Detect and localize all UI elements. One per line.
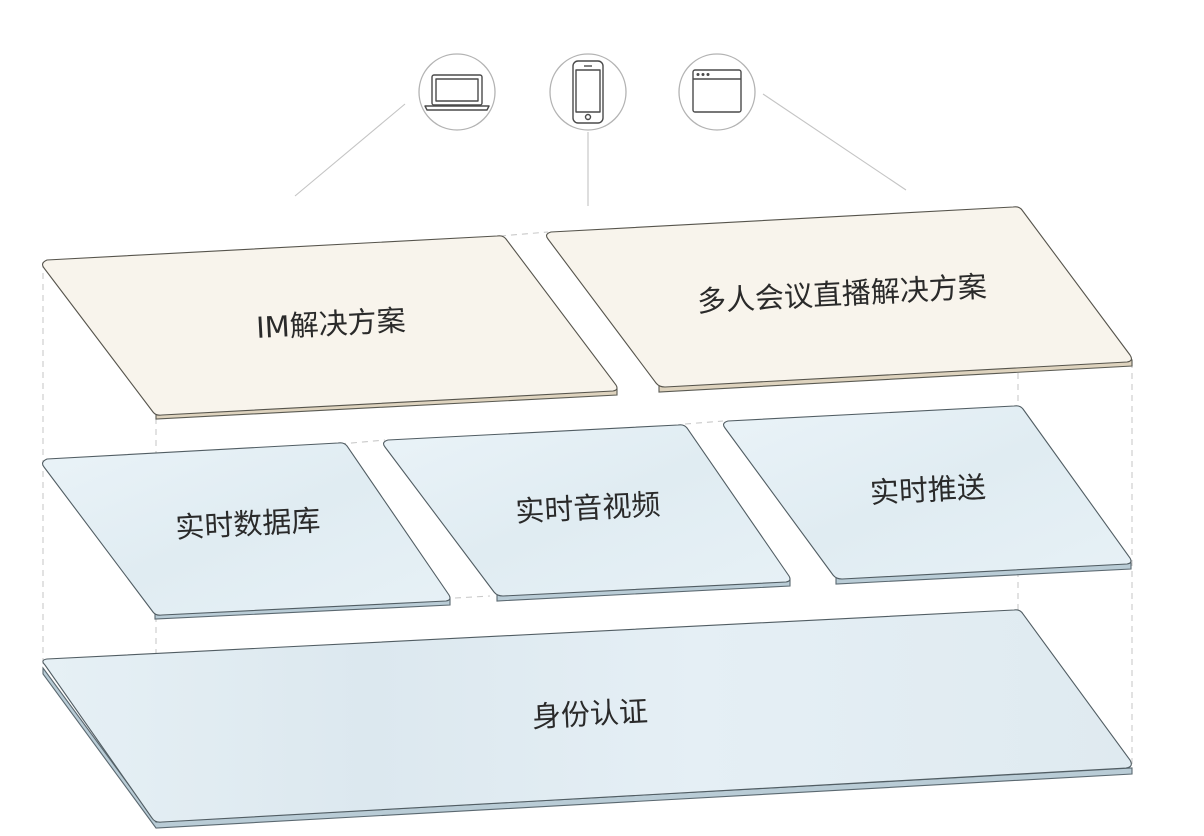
plate-identity: 身份认证	[42, 609, 1133, 829]
plate-face	[42, 235, 618, 416]
plate-face	[383, 424, 791, 597]
plate-realtime-av: 实时音视频	[383, 424, 791, 602]
plate-label: IM解决方案	[255, 303, 406, 345]
solutions-layer: IM解决方案 多人会议直播解决方案	[42, 206, 1133, 420]
plate-realtime-push: 实时推送	[723, 405, 1132, 585]
plate-label: 身份认证	[531, 694, 649, 734]
foundation-layer: 身份认证	[42, 609, 1133, 829]
device-connectors	[294, 93, 907, 206]
plate-face	[723, 405, 1132, 580]
services-layer: 实时数据库 实时音视频 实时推送	[42, 405, 1132, 620]
plate-label: 实时推送	[869, 470, 987, 510]
plate-face	[42, 609, 1132, 823]
smartphone-icon	[572, 60, 604, 124]
plate-face	[546, 206, 1132, 388]
browser-window-icon	[692, 69, 742, 113]
plate-label: 实时音视频	[515, 487, 662, 529]
plate-realtime-database: 实时数据库	[42, 442, 451, 620]
device-phone	[549, 53, 627, 131]
plate-meeting-live-solution: 多人会议直播解决方案	[546, 206, 1133, 393]
device-browser	[678, 53, 756, 131]
plate-label: 实时数据库	[175, 503, 322, 545]
device-laptop	[418, 53, 496, 131]
plate-face	[42, 442, 451, 616]
laptop-icon	[424, 74, 490, 111]
plate-im-solution: IM解决方案	[42, 235, 618, 420]
